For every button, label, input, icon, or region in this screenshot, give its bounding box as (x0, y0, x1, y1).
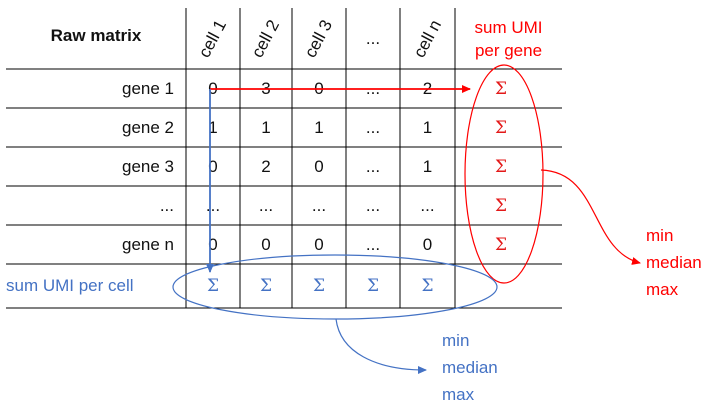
gene-stats-arrow (540, 169, 641, 265)
sum-umi-per-gene-header-line: sum UMI (474, 17, 543, 37)
sum-umi-per-gene-header: sum UMI per gene (455, 8, 562, 69)
sum-umi-per-cell-label: sum UMI per cell (6, 276, 134, 295)
matrix-cell: 0 (314, 234, 324, 254)
gene-sum-symbol: Σ (494, 195, 508, 216)
matrix-title: Raw matrix (50, 26, 142, 45)
matrix-cell: ... (365, 195, 381, 215)
gene-stats: min median max (646, 222, 702, 303)
matrix-cell: 0 (314, 78, 324, 98)
matrix-cell: ... (365, 117, 381, 137)
gene-stat-label: min (646, 226, 674, 245)
matrix-cell: ... (311, 195, 327, 215)
matrix-cell: 1 (208, 117, 218, 137)
row-label: gene 1 (122, 78, 174, 98)
matrix-cell: 0 (208, 156, 218, 176)
matrix-cell: ... (365, 78, 381, 98)
gene-sum-ellipse (464, 64, 544, 284)
matrix-cell: ... (258, 195, 274, 215)
cell-stats-arrow (335, 318, 427, 374)
matrix-cell: 1 (261, 117, 271, 137)
cell-stats: min median max (442, 327, 498, 408)
matrix-cell: 2 (261, 156, 271, 176)
cell-sum-symbol: Σ (421, 276, 434, 296)
matrix-cell: 1 (314, 117, 324, 137)
gene-stat-label: max (646, 280, 679, 299)
matrix-cell: 3 (261, 78, 271, 98)
cell-sum-symbol: Σ (312, 276, 326, 296)
cell-stat-label: min (442, 331, 470, 350)
cell-sum-symbol: Σ (259, 276, 273, 296)
column-header: ... (346, 8, 400, 69)
gene-sum-symbol: Σ (494, 117, 508, 138)
gene-stat-label: median (646, 253, 702, 272)
cell-stat-label: max (442, 385, 475, 404)
cell-sum-symbol: Σ (366, 276, 380, 296)
cell-sum-symbol: Σ (206, 276, 220, 296)
matrix-cell: ... (365, 156, 381, 176)
row-label: ... (159, 195, 174, 215)
column-header-label: ... (365, 28, 381, 48)
matrix-cell: 0 (314, 156, 324, 176)
gene-sum-symbol: Σ (494, 156, 508, 177)
matrix-cell: 0 (208, 78, 218, 98)
matrix-cell: 0 (208, 234, 218, 254)
cell-sum-ellipse (172, 254, 498, 320)
gene-sum-symbol: Σ (494, 234, 508, 255)
row-label: gene n (122, 234, 174, 254)
cell-stat-label: median (442, 358, 498, 377)
sum-umi-per-gene-header-line: per gene (474, 40, 543, 60)
matrix-cell: 0 (261, 234, 271, 254)
matrix-cell: ... (365, 234, 381, 254)
matrix-cell: 1 (422, 156, 433, 176)
matrix-cell: 2 (422, 78, 433, 98)
row-label: gene 2 (122, 117, 174, 137)
matrix-cell: 1 (422, 117, 433, 137)
matrix-cell: 0 (422, 234, 433, 254)
gene-sum-symbol: Σ (494, 78, 508, 99)
row-label: gene 3 (122, 156, 174, 176)
matrix-cell: ... (420, 195, 435, 215)
